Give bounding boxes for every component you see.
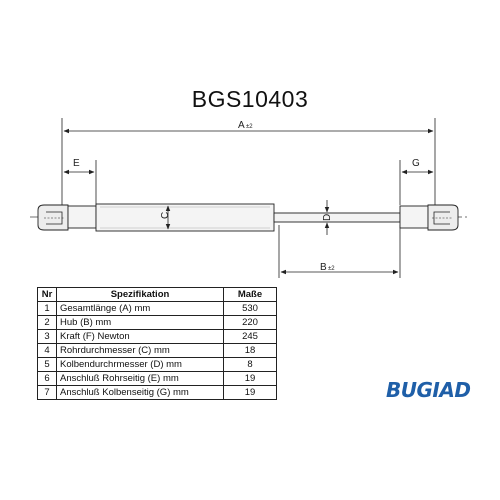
header-spec: Spezifikation: [56, 287, 224, 302]
table-row: 1 Gesamtlänge (A) mm 530: [37, 301, 277, 316]
row-value: 8: [223, 357, 277, 372]
row-nr: 1: [37, 301, 57, 316]
piston-rod: [273, 212, 401, 223]
dimension-g: G: [401, 158, 434, 175]
dimension-d-label: D: [322, 214, 333, 221]
dimension-a-tolerance: ±2: [246, 124, 253, 130]
table-row: 2 Hub (B) mm 220: [37, 315, 277, 330]
row-nr: 6: [37, 371, 57, 386]
row-value: 530: [223, 301, 277, 316]
dimension-d: D: [322, 200, 333, 235]
row-value: 18: [223, 343, 277, 358]
dimension-e-label: E: [73, 158, 80, 169]
dimension-b: B ±2: [280, 262, 399, 275]
row-nr: 3: [37, 329, 57, 344]
specification-table: Nr Spezifikation Maße 1 Gesamtlänge (A) …: [37, 287, 277, 400]
row-spec: Hub (B) mm: [56, 315, 224, 330]
table-row: 6 Anschluß Rohrseitig (E) mm 19: [37, 371, 277, 386]
table-row: 4 Rohrdurchmesser (C) mm 18: [37, 343, 277, 358]
row-nr: 7: [37, 385, 57, 400]
row-spec: Kolbendurchrmesser (D) mm: [56, 357, 224, 372]
dimension-g-label: G: [412, 158, 420, 169]
dimension-a: A ±2: [63, 120, 434, 134]
table-row: 5 Kolbendurchrmesser (D) mm 8: [37, 357, 277, 372]
dimension-c-label: C: [160, 212, 171, 219]
dimension-c: C: [160, 205, 171, 230]
row-value: 19: [223, 385, 277, 400]
dimension-b-tolerance: ±2: [328, 266, 335, 272]
row-spec: Anschluß Kolbenseitig (G) mm: [56, 385, 224, 400]
row-nr: 4: [37, 343, 57, 358]
dimension-b-label: B: [320, 262, 327, 273]
row-nr: 2: [37, 315, 57, 330]
row-spec: Gesamtlänge (A) mm: [56, 301, 224, 316]
row-value: 19: [223, 371, 277, 386]
part-number-title: BGS10403: [191, 86, 309, 112]
row-spec: Kraft (F) Newton: [56, 329, 224, 344]
tube-end-fitting: [37, 204, 97, 231]
row-nr: 5: [37, 357, 57, 372]
extension-lines: [61, 118, 436, 278]
cylinder-tube: [95, 203, 275, 232]
header-value: Maße: [223, 287, 277, 302]
table-row: 3 Kraft (F) Newton 245: [37, 329, 277, 344]
dimension-a-label: A: [238, 120, 245, 131]
header-nr: Nr: [37, 287, 57, 302]
table-header-row: Nr Spezifikation Maße: [37, 287, 277, 302]
row-value: 220: [223, 315, 277, 330]
row-value: 245: [223, 329, 277, 344]
dimension-e: E: [63, 158, 95, 175]
table-row: 7 Anschluß Kolbenseitig (G) mm 19: [37, 385, 277, 400]
rod-end-fitting: [399, 204, 459, 231]
brand-logo: BUGIAD: [386, 378, 471, 402]
row-spec: Anschluß Rohrseitig (E) mm: [56, 371, 224, 386]
row-spec: Rohrdurchmesser (C) mm: [56, 343, 224, 358]
